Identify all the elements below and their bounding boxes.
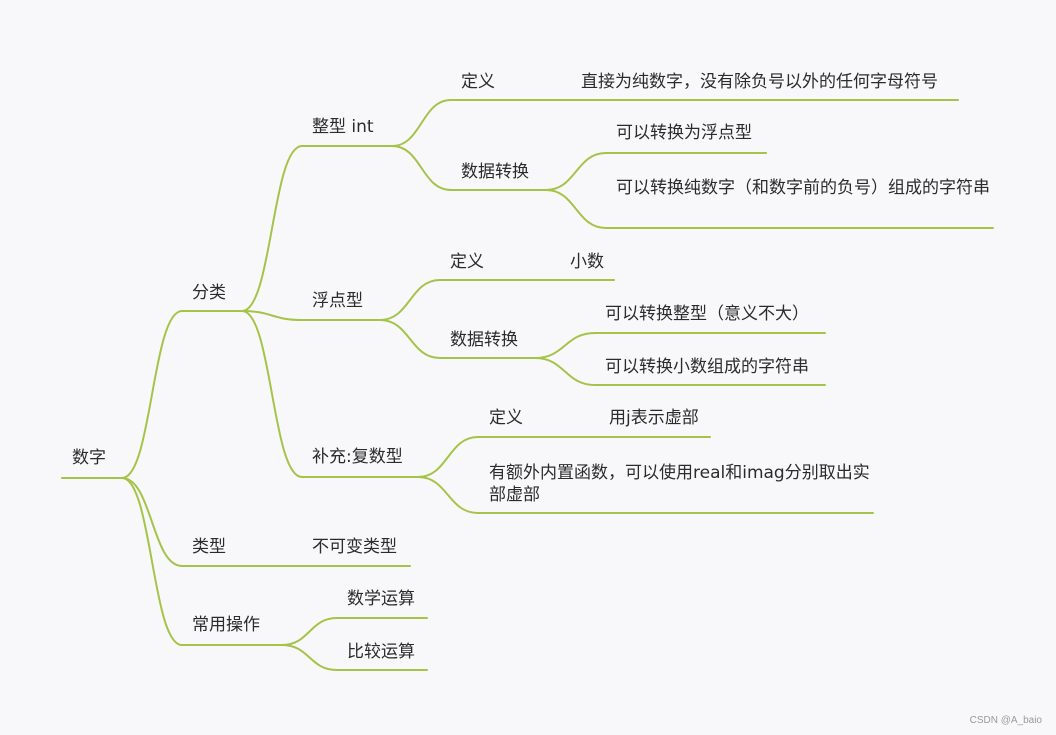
node-float-definition[interactable]: 定义 — [450, 252, 484, 272]
link-ops-1 — [281, 617, 338, 646]
watermark: CSDN @A_baio — [969, 715, 1042, 726]
link-root-ops — [121, 477, 183, 646]
node-float[interactable]: 浮点型 — [312, 291, 363, 311]
link-ops-2 — [281, 644, 338, 671]
link-int-conversion — [391, 145, 452, 191]
link-int-conv-2 — [545, 189, 607, 229]
node-int-definition-value[interactable]: 直接为纯数字，没有除负号以外的任何字母符号 — [581, 72, 938, 92]
node-ops-item-1[interactable]: 数学运算 — [347, 589, 415, 609]
root-node[interactable]: 数字 — [72, 448, 106, 468]
link-category-float — [241, 310, 303, 321]
node-int[interactable]: 整型 int — [312, 117, 374, 137]
link-float-conv-2 — [534, 357, 596, 386]
node-type[interactable]: 类型 — [192, 537, 226, 557]
link-complex-definition — [417, 436, 479, 478]
node-int-definition[interactable]: 定义 — [461, 72, 495, 92]
node-category[interactable]: 分类 — [192, 283, 226, 303]
node-int-conversion[interactable]: 数据转换 — [461, 162, 529, 182]
node-int-conversion-item-1[interactable]: 可以转换为浮点型 — [616, 123, 752, 143]
link-category-complex — [241, 310, 303, 478]
link-int-conv-1 — [545, 152, 607, 191]
node-float-definition-value[interactable]: 小数 — [570, 252, 604, 272]
link-root-type — [121, 477, 183, 567]
node-ops-item-2[interactable]: 比较运算 — [347, 642, 415, 662]
node-type-value[interactable]: 不可变类型 — [312, 537, 397, 557]
node-complex-note[interactable]: 有额外内置函数，可以使用real和imag分别取出实部虚部 — [489, 463, 870, 505]
node-complex[interactable]: 补充:复数型 — [312, 447, 403, 467]
link-root-category — [121, 310, 183, 479]
link-float-conversion — [379, 319, 441, 359]
link-int-definition — [391, 99, 452, 147]
node-float-conversion[interactable]: 数据转换 — [450, 330, 518, 350]
node-ops[interactable]: 常用操作 — [192, 615, 260, 635]
node-int-conversion-item-2[interactable]: 可以转换纯数字（和数字前的负号）组成的字符串 — [616, 178, 990, 198]
link-complex-note — [417, 476, 479, 514]
link-category-int — [241, 145, 303, 312]
link-float-definition — [379, 279, 441, 321]
node-complex-definition[interactable]: 定义 — [489, 408, 523, 428]
node-float-conversion-item-1[interactable]: 可以转换整型（意义不大） — [605, 304, 809, 324]
node-float-conversion-item-2[interactable]: 可以转换小数组成的字符串 — [605, 357, 809, 377]
node-complex-definition-value[interactable]: 用j表示虚部 — [609, 408, 699, 428]
link-float-conv-1 — [534, 332, 596, 359]
